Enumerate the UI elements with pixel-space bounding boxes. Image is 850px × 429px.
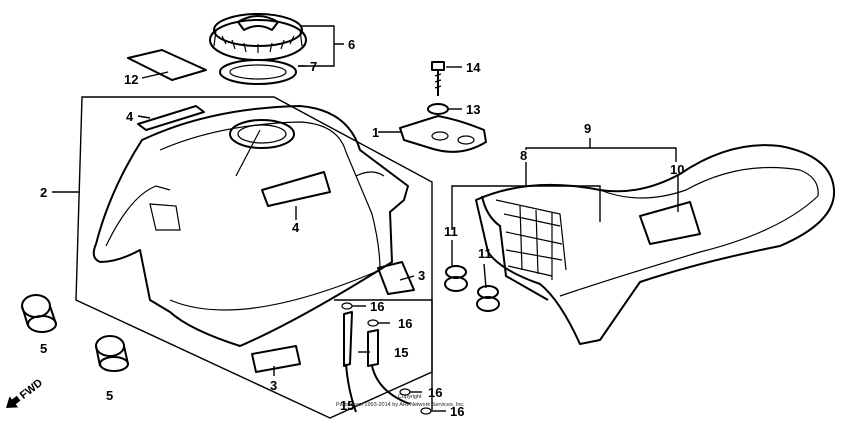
callout-16-d: 16 [450,404,464,419]
forward-direction-arrow: FWD [6,377,45,408]
callout-2: 2 [40,185,47,200]
leader-4-top [137,115,151,119]
tank-assembly-box [75,96,433,419]
callout-4-side: 4 [292,220,300,235]
clip-16a-part [341,302,353,310]
callout-12: 12 [124,72,138,87]
cap-gasket-part [219,59,297,85]
callout-4-top: 4 [126,109,134,124]
sticker-3-bottom-part [251,345,301,373]
seat-part [475,144,836,345]
clip-16d-part [420,407,432,415]
sticker-3-right-part [377,261,415,295]
copyright-line-1: Copyright [398,394,422,400]
sticker-4-top-part [137,105,205,131]
callout-16-b: 16 [398,316,412,331]
fuel-cap-part [209,13,307,61]
sticker-12-part [127,49,207,81]
callout-5-upper: 5 [40,341,47,356]
tube-box [334,299,433,410]
callout-16-c: 16 [428,385,442,400]
callout-5-lower: 5 [106,388,113,403]
callout-11-upper: 11 [444,224,458,239]
sticker-4-side-part [261,171,331,207]
bolt-part [431,61,445,96]
clip-16b-part [367,319,379,327]
leader-9 [525,138,677,162]
washer-part [427,103,449,115]
grommet-upper-part [444,265,468,292]
bracket-part [399,115,487,153]
callout-3-right: 3 [418,268,425,283]
fwd-label: FWD [18,377,45,402]
callout-16-a: 16 [370,299,384,314]
callout-6: 6 [348,37,355,52]
rubber-mount-lower-part [95,335,129,372]
leader-3-right [399,275,415,281]
leader-12 [141,71,169,79]
leader-11b [483,263,487,289]
callout-14: 14 [466,60,481,75]
callout-1: 1 [372,125,379,140]
grommet-lower-part [476,285,500,312]
callout-11-lower: 11 [478,246,492,261]
callout-15-right: 15 [394,345,408,360]
callout-15-left: 15 [340,398,354,413]
callout-3-bottom: 3 [270,378,277,393]
leader-6 [298,25,344,67]
callout-9: 9 [584,121,591,136]
fuel-tube-left-part [343,311,357,413]
callout-10: 10 [670,162,684,177]
copyright-line-2: Partstream 1993-2014 by ARI Network Serv… [336,402,465,408]
callout-7: 7 [310,59,317,74]
rubber-mount-upper-part [21,294,57,333]
callout-8: 8 [520,148,527,163]
leader-8 [451,162,601,230]
fuel-tube-right-part [367,329,411,405]
callout-13: 13 [466,102,480,117]
fuel-tank-part [92,105,409,347]
